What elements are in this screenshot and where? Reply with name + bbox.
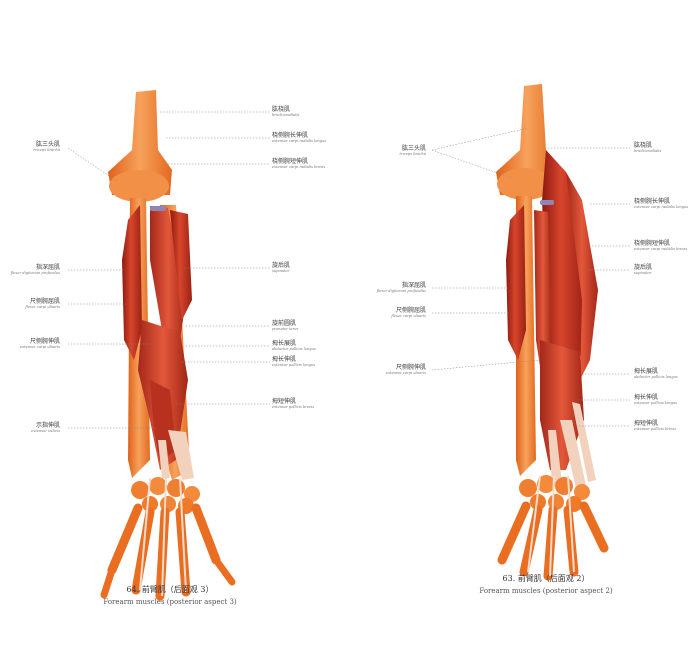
label-triceps-brachii-right: 肱三头肌 triceps brachii xyxy=(399,145,426,156)
label-brachioradialis-right: 肱桡肌 brachioradialis xyxy=(634,142,662,153)
label-ecrl-left: 桡侧腕长伸肌 extensor carpi radialis longus xyxy=(272,132,327,143)
label-ecrb-right: 桡侧腕短伸肌 extensor carpi radialis brevis xyxy=(634,240,688,251)
right-forearm-figure xyxy=(496,84,609,581)
hand-bones xyxy=(100,503,236,601)
radial-extensor-muscle xyxy=(170,210,192,320)
label-extensor-carpi-ulnaris-left: 尺侧腕伸肌 extensor carpi ulnaris xyxy=(19,338,60,349)
humerus-bone xyxy=(108,90,172,195)
label-ecrb-left: 桡侧腕短伸肌 extensor carpi radialis brevis xyxy=(272,158,326,169)
joint-ligament xyxy=(540,200,554,205)
label-flexor-digitorum-profundus-right: 指深屈肌 flexor digitorum profundus xyxy=(376,282,426,293)
olecranon-bone xyxy=(497,168,553,200)
label-extensor-carpi-ulnaris-right: 尺侧腕伸肌 extensor carpi ulnaris xyxy=(385,364,426,375)
flexor-muscle-left xyxy=(122,205,142,360)
label-extensor-pollicis-longus-left: 拇长伸肌 extensor pollicis longus xyxy=(272,356,316,367)
label-triceps-brachii-left: 肱三头肌 triceps brachii xyxy=(33,141,60,152)
label-brachioradialis-left: 肱桡肌 brachioradialis xyxy=(272,106,300,117)
extensor-carpi-radialis-muscle xyxy=(566,172,598,380)
label-abductor-pollicis-longus-left: 拇长展肌 abductor pollicis longus xyxy=(272,340,316,351)
label-extensor-pollicis-brevis-right: 拇短伸肌 extensor pollicis brevis xyxy=(634,420,677,431)
label-extensor-pollicis-longus-right: 拇长伸肌 extensor pollicis longus xyxy=(634,394,678,405)
tendon-left xyxy=(168,430,194,480)
extensor-carpi-ulnaris-muscle xyxy=(534,210,552,380)
label-flexor-carpi-ulnaris-right: 尺侧腕屈肌 flexor carpi ulnaris xyxy=(391,307,426,318)
tendon-left-2 xyxy=(158,440,170,478)
label-flexor-carpi-ulnaris-left: 尺侧腕屈肌 flexor carpi ulnaris xyxy=(25,298,60,309)
leader-lines xyxy=(67,111,630,429)
humerus-bone xyxy=(496,84,558,195)
label-abductor-pollicis-longus-right: 拇长展肌 abductor pollicis longus xyxy=(634,368,678,379)
label-supinator-right: 旋后肌 supinator xyxy=(634,264,653,275)
extensor-indicis-muscle xyxy=(150,380,176,462)
label-ecrl-right: 桡侧腕长伸肌 extensor carpi radialis longus xyxy=(634,198,689,209)
carpal-bones xyxy=(131,477,200,514)
tendons-hand xyxy=(527,475,575,577)
tendons-wrist xyxy=(548,402,596,488)
flexor-muscle-left xyxy=(506,205,526,360)
caption-figure-64: 64. 前臂肌（后面观 3） Forearm muscles (posterio… xyxy=(103,585,237,606)
label-pronator-teres-left: 旋前圆肌 pronator teres xyxy=(272,320,299,331)
label-extensor-indicis-left: 示指伸肌 extensor indicis xyxy=(31,422,60,433)
caption-figure-63: 63. 前臂肌（后面观 2） Forearm muscles (posterio… xyxy=(479,574,613,595)
label-extensor-pollicis-brevis-left: 拇短伸肌 extensor pollicis brevis xyxy=(272,398,315,409)
left-forearm-figure xyxy=(100,90,236,601)
olecranon-bone xyxy=(109,170,169,202)
label-flexor-digitorum-profundus-left: 指深屈肌 flexor digitorum profundus xyxy=(10,264,60,275)
tendons-hand xyxy=(139,477,187,597)
joint-ligament xyxy=(150,206,166,211)
label-supinator-left: 旋后肌 supinator xyxy=(272,262,291,273)
supinator-muscle xyxy=(150,206,186,340)
